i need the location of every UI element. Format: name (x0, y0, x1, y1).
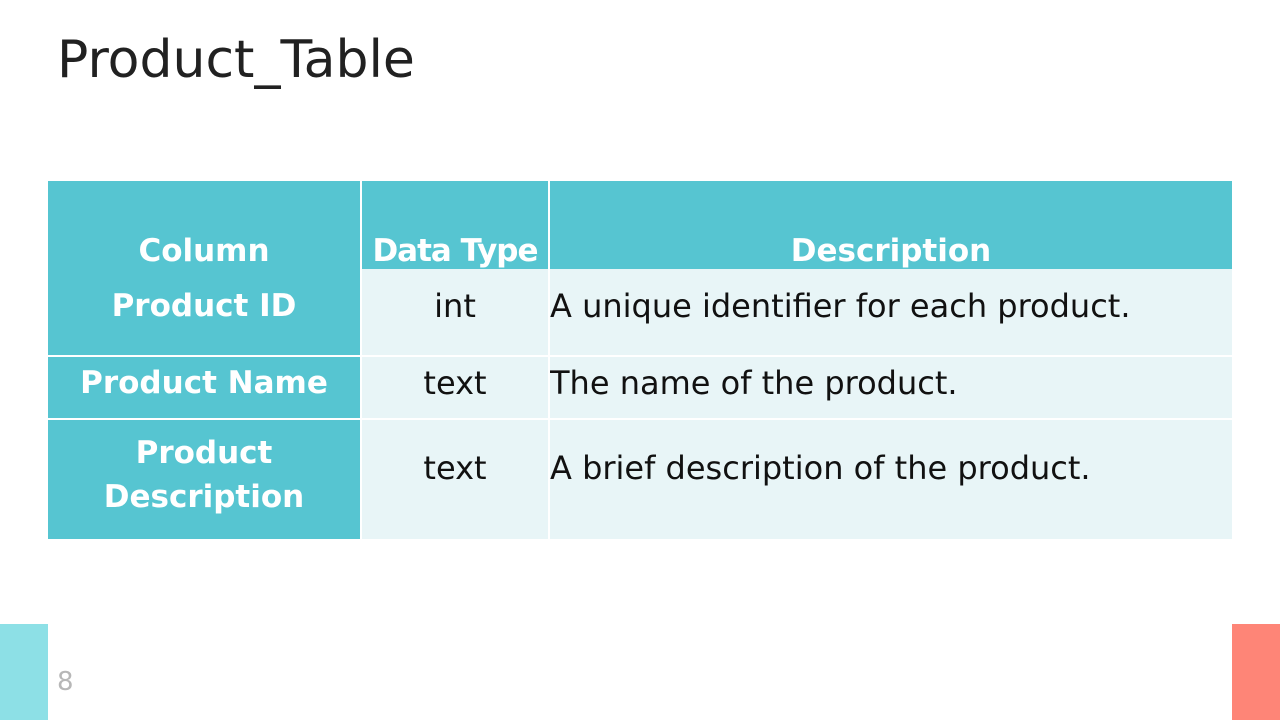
column-name-cell: Product Name (48, 356, 362, 420)
data-type-cell: text (361, 356, 550, 420)
table-header-row: Column Data Type Description (48, 181, 1232, 269)
description-cell: The name of the product. (549, 356, 1232, 420)
table-row: Product Description text A brief descrip… (48, 419, 1232, 539)
table-row: Product Name text The name of the produc… (48, 356, 1232, 420)
slide-title: Product_Table (57, 30, 415, 90)
data-type-cell: text (361, 419, 550, 539)
column-name-cell: Product Description (48, 419, 362, 539)
header-description: Description (549, 181, 1232, 269)
page-number: 8 (57, 667, 74, 697)
table-row: Product ID int A unique identifier for e… (48, 269, 1232, 357)
column-name-cell: Product ID (48, 269, 362, 357)
description-cell: A unique identifier for each product. (549, 269, 1232, 357)
description-cell: A brief description of the product. (549, 419, 1232, 539)
product-table: Column Data Type Description Product ID … (48, 181, 1232, 539)
accent-bar-left (0, 624, 48, 720)
data-type-cell: int (361, 269, 550, 357)
header-data-type: Data Type (361, 181, 550, 269)
accent-bar-right (1232, 624, 1280, 720)
header-column: Column (48, 181, 362, 269)
